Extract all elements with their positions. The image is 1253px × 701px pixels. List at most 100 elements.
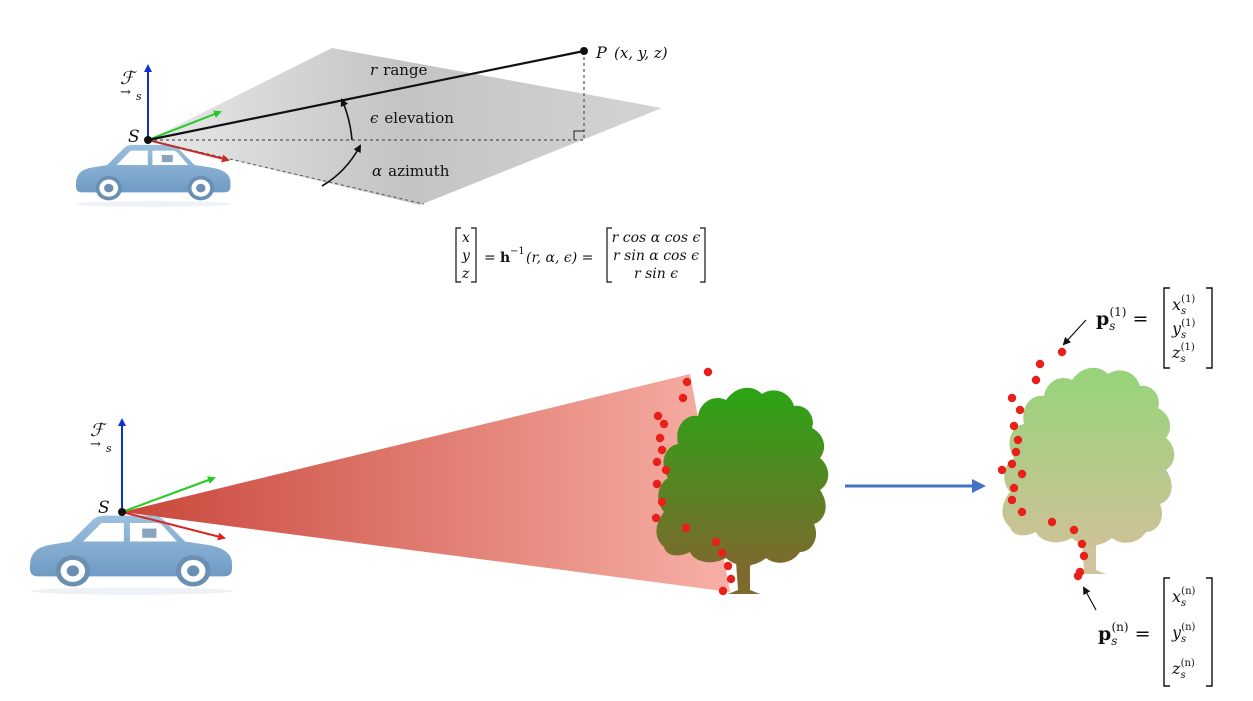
scan-point-4 bbox=[653, 411, 663, 421]
last-right-bracket bbox=[1206, 577, 1213, 687]
scan-point-8 bbox=[652, 457, 662, 467]
bottom-frame-symbol: ℱ bbox=[90, 420, 107, 441]
scan-point-13 bbox=[681, 523, 691, 533]
top-frame-symbol: ℱ bbox=[120, 68, 137, 89]
scan-point-18 bbox=[718, 586, 728, 596]
bottom-panel: ℱ → s S ps(1)= xs(1) ys(1) zs(1) bbox=[30, 287, 1213, 687]
first-comp-y-sub: s bbox=[1181, 330, 1186, 341]
first-vector-sup: (1) bbox=[1109, 305, 1126, 319]
first-comp-y: y bbox=[1171, 319, 1182, 338]
cloud-point-15 bbox=[1047, 517, 1057, 527]
point-coords: (x, y, z) bbox=[614, 44, 668, 62]
last-vector: p bbox=[1098, 623, 1111, 645]
scan-point-2 bbox=[682, 377, 692, 387]
point-label: P bbox=[595, 43, 607, 62]
svg-text:zs(1): zs(1) bbox=[1171, 342, 1195, 365]
scan-point-16 bbox=[723, 561, 733, 571]
elevation-arc bbox=[340, 98, 353, 141]
scan-point-5 bbox=[659, 419, 669, 429]
svg-text:xs(n): xs(n) bbox=[1172, 586, 1196, 609]
last-vector-sub: s bbox=[1111, 634, 1117, 648]
conversion-equation: x y z = h −1 (r, α, ϵ) = r cos α cos ϵ r… bbox=[455, 227, 706, 283]
first-comp-z-sup: (1) bbox=[1181, 342, 1195, 353]
plane-edge-dashed bbox=[147, 139, 425, 205]
rhs-row-3: r sin ϵ bbox=[634, 266, 678, 282]
last-comp-z: z bbox=[1171, 659, 1181, 678]
last-point-pointer bbox=[1083, 586, 1097, 611]
svg-text:ys(1): ys(1) bbox=[1171, 318, 1195, 341]
point-cloud-points bbox=[997, 347, 1089, 581]
function-args: (r, α, ϵ) = bbox=[526, 250, 593, 266]
svg-text:ps(1)=: ps(1)= bbox=[1096, 305, 1148, 333]
scan-point-14 bbox=[711, 537, 721, 547]
first-right-bracket bbox=[1206, 287, 1213, 369]
scan-point-12 bbox=[651, 513, 661, 523]
azimuth-arc bbox=[321, 144, 361, 187]
bottom-sensor-dot bbox=[118, 508, 126, 516]
cloud-point-14 bbox=[1017, 507, 1027, 517]
scan-point-17 bbox=[726, 574, 736, 584]
scan-point-15 bbox=[717, 548, 727, 558]
scan-point-6 bbox=[655, 433, 665, 443]
bottom-y-axis bbox=[121, 476, 216, 513]
top-frame-arrow: → bbox=[120, 85, 131, 100]
cloud-point-17 bbox=[1077, 539, 1087, 549]
scan-point-9 bbox=[661, 465, 671, 475]
cloud-point-3 bbox=[1031, 375, 1041, 385]
top-y-axis bbox=[147, 110, 222, 141]
first-comp-x-sub: s bbox=[1181, 306, 1186, 317]
rhs-right-bracket bbox=[700, 227, 706, 283]
first-left-bracket bbox=[1163, 287, 1170, 369]
inverse-h: h bbox=[500, 250, 510, 266]
right-angle-mark bbox=[573, 130, 584, 140]
cloud-point-5 bbox=[1015, 405, 1025, 415]
lhs-right-bracket bbox=[471, 227, 477, 283]
lhs-x: x bbox=[462, 230, 470, 246]
first-comp-z-sub: s bbox=[1180, 354, 1185, 365]
cloud-point-6 bbox=[1009, 421, 1019, 431]
point-p-dot bbox=[580, 47, 588, 55]
cloud-point-11 bbox=[997, 465, 1007, 475]
last-comp-z-sup: (n) bbox=[1181, 658, 1195, 669]
equals-sign-1: = bbox=[484, 250, 496, 266]
scan-point-3 bbox=[678, 393, 688, 403]
rhs-row-2: r sin α cos ϵ bbox=[613, 248, 699, 264]
rhs-row-1: r cos α cos ϵ bbox=[612, 230, 701, 246]
lhs-z: z bbox=[461, 266, 470, 282]
last-left-bracket bbox=[1163, 577, 1170, 687]
first-comp-x-sup: (1) bbox=[1181, 294, 1195, 305]
first-comp-z: z bbox=[1171, 343, 1181, 362]
svg-text:ys(n): ys(n) bbox=[1171, 622, 1196, 645]
ground-plane bbox=[148, 48, 662, 205]
lhs-left-bracket bbox=[455, 227, 461, 283]
cloud-point-16 bbox=[1069, 525, 1079, 535]
cloud-point-18 bbox=[1079, 551, 1089, 561]
svg-text:ps(n)=: ps(n)= bbox=[1098, 620, 1150, 648]
first-comp-x: x bbox=[1172, 295, 1181, 314]
lhs-y: y bbox=[461, 248, 471, 264]
svg-text:xs(1): xs(1) bbox=[1172, 294, 1195, 317]
last-comp-y-sup: (n) bbox=[1181, 622, 1195, 633]
laser-beam bbox=[122, 374, 730, 592]
last-comp-x-sup: (n) bbox=[1181, 586, 1195, 597]
bottom-sensor-label: S bbox=[98, 498, 110, 518]
scan-points bbox=[651, 367, 736, 596]
cloud-point-12 bbox=[1009, 483, 1019, 493]
bottom-frame-sub: s bbox=[106, 442, 112, 455]
cloud-point-13 bbox=[1007, 495, 1017, 505]
bottom-car bbox=[30, 515, 234, 595]
cloud-point-9 bbox=[1007, 459, 1017, 469]
first-point-equation: ps(1)= xs(1) ys(1) zs(1) bbox=[1096, 287, 1213, 369]
last-comp-z-sub: s bbox=[1180, 670, 1185, 681]
rhs-left-bracket bbox=[606, 227, 612, 283]
range-vector bbox=[147, 49, 585, 142]
first-equals: = bbox=[1132, 308, 1148, 330]
scan-point-11 bbox=[657, 497, 667, 507]
cloud-point-20 bbox=[1073, 571, 1083, 581]
last-vector-sup: (n) bbox=[1111, 620, 1128, 634]
last-comp-y-sub: s bbox=[1181, 634, 1186, 645]
scan-point-1 bbox=[703, 367, 713, 377]
